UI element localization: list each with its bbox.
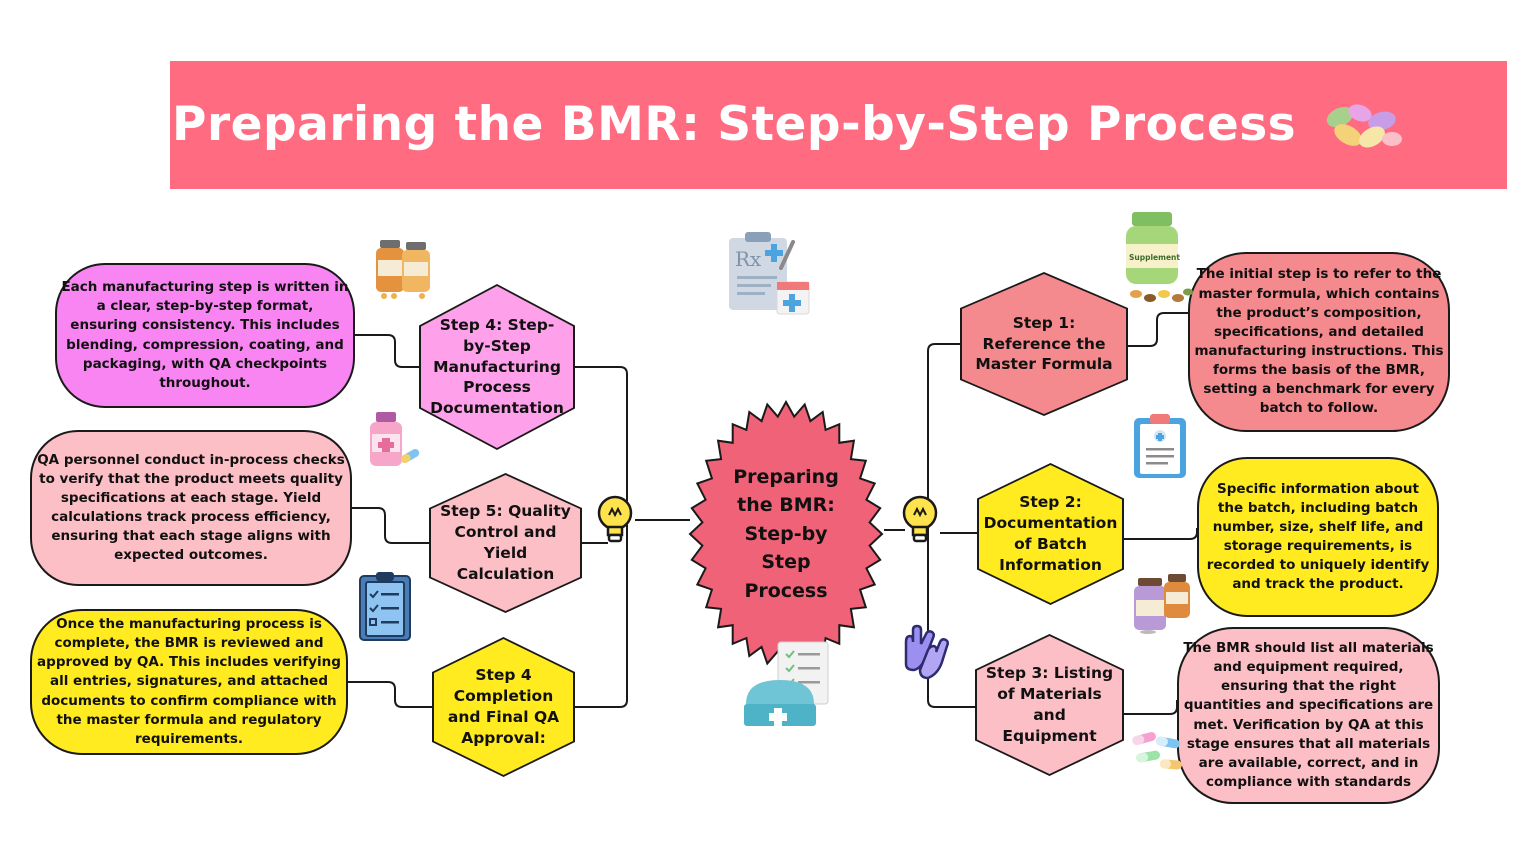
- central-burst: Preparing the BMR: Step-by Step Process: [688, 400, 884, 668]
- medical-clipboard-icon: [1134, 414, 1186, 478]
- medicine-bottles-icon: [376, 240, 430, 299]
- step-1-description: The initial step is to refer to the mast…: [1188, 252, 1450, 432]
- step-final-label: Step 4 Completion and Final QA Approval:: [434, 639, 573, 775]
- central-title: Preparing the BMR: Step-by Step Process: [733, 465, 839, 602]
- page-title: Preparing the BMR: Step-by-Step Process: [172, 97, 1297, 152]
- step-3-materials-node: Step 3: Listing of Materials and Equipme…: [975, 634, 1124, 776]
- rx-clipboard-icon: Rx: [729, 232, 810, 315]
- bulb-icon: [597, 495, 633, 543]
- pink-medicine-icon: [370, 412, 420, 466]
- step-3-description: The BMR should list all materials and eq…: [1177, 627, 1440, 804]
- rx-label: Rx: [735, 247, 762, 271]
- nurse-cap-icon: [744, 641, 829, 726]
- step-1-label: Step 1: Reference the Master Formula: [962, 274, 1126, 414]
- bulb-icon: [902, 495, 938, 543]
- gloves-icon: [904, 624, 950, 680]
- pills-icon: [1326, 104, 1402, 148]
- step-final-description: Once the manufacturing process is comple…: [30, 609, 348, 755]
- medicine-jars-icon: [1134, 574, 1190, 634]
- step-1-master-formula-node: Step 1: Reference the Master Formula: [960, 272, 1128, 416]
- checklist-icon: [359, 572, 411, 641]
- step-5-description: QA personnel conduct in-process checks t…: [30, 430, 352, 586]
- step-5-label: Step 5: Quality Control and Yield Calcul…: [431, 475, 580, 611]
- step-4-description: Each manufacturing step is written in a …: [55, 263, 355, 408]
- supplement-bottle-icon: Supplement: [1126, 212, 1193, 302]
- supplement-label: Supplement: [1129, 253, 1180, 262]
- title-banner: Preparing the BMR: Step-by-Step Process: [170, 61, 1507, 189]
- capsules-icon: [1132, 732, 1182, 770]
- step-2-description: Specific information about the batch, in…: [1197, 457, 1439, 617]
